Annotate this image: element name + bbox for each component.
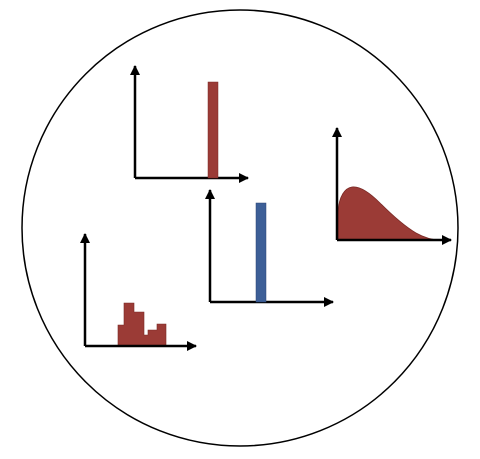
panel-top-spike	[130, 65, 249, 183]
enclosing-circle	[21, 9, 459, 447]
panel-center-spike	[205, 189, 334, 307]
histogram-bars	[117, 302, 167, 347]
distribution-curve	[337, 186, 441, 241]
spike-bar	[255, 202, 267, 303]
spike-bar	[207, 81, 219, 179]
panel-small-histogram	[80, 233, 197, 351]
panel-skewed-distribution	[332, 127, 452, 245]
